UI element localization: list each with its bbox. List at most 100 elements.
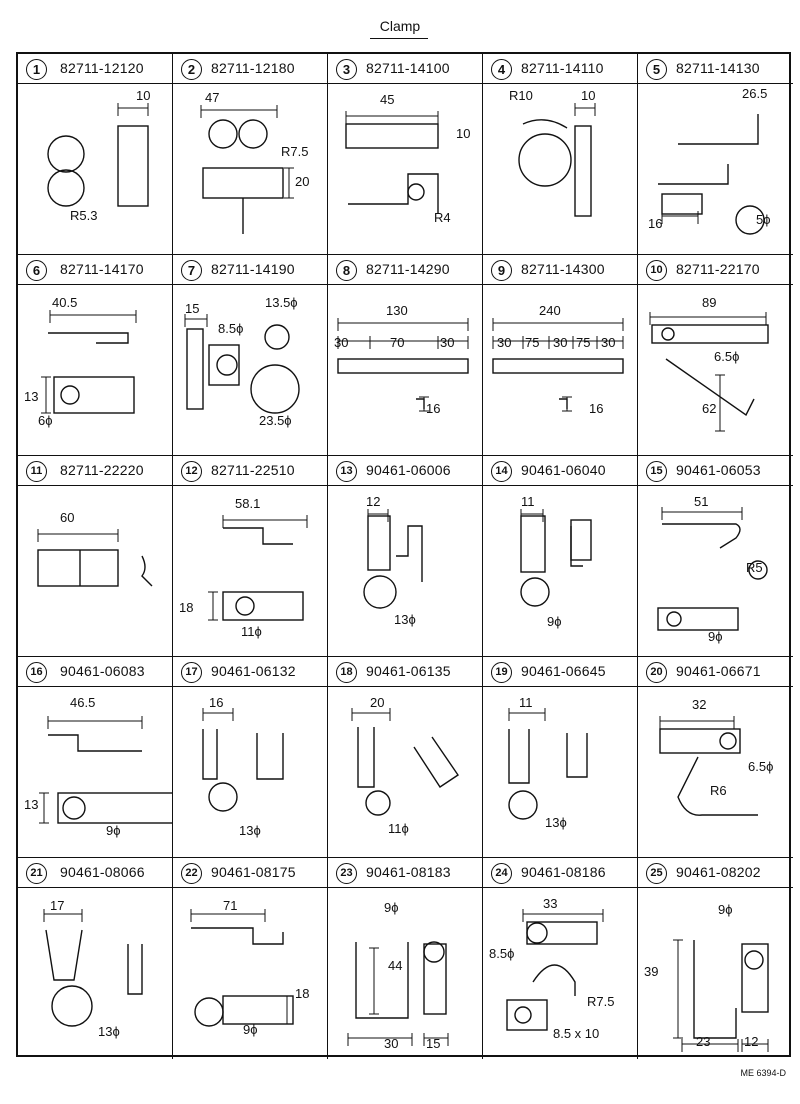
- dimension-label: 8.5ϕ: [489, 946, 514, 961]
- part-drawing: 17 13ϕ: [18, 888, 173, 1059]
- part-number: 82711-14110: [521, 60, 604, 76]
- dimension-label: R5: [746, 560, 763, 575]
- part-illustration: 58.1 18 11ϕ: [179, 496, 308, 639]
- dimension-label: 11: [519, 695, 533, 710]
- dimension-label: 13ϕ: [239, 823, 261, 838]
- item-number-badge: 16: [26, 662, 47, 683]
- dimension-label: 30: [553, 335, 567, 350]
- part-illustration: 20 11ϕ: [351, 695, 459, 836]
- dimension-label: 20: [370, 695, 384, 710]
- item-number-badge: 25: [646, 863, 667, 884]
- dimension-label: 62: [702, 401, 716, 416]
- item-number-badge: 24: [491, 863, 512, 884]
- item-number-badge: 18: [336, 662, 357, 683]
- item-number-badge: 23: [336, 863, 357, 884]
- dimension-label: 58.1: [235, 496, 260, 511]
- part-drawing: 60: [18, 486, 173, 657]
- dimension-label: 46.5: [70, 695, 95, 710]
- dimension-label: 16: [426, 401, 440, 416]
- dimension-label: 12: [366, 494, 380, 509]
- part-number: 90461-08202: [676, 864, 761, 880]
- dimension-label: 6.5ϕ: [714, 349, 739, 364]
- dimension-label: 89: [702, 295, 716, 310]
- dimension-label: R5.3: [70, 208, 97, 223]
- part-drawing: 89 6.5ϕ 62: [638, 285, 793, 456]
- item-number-badge: 14: [491, 461, 512, 482]
- item-number-badge: 7: [181, 260, 202, 281]
- dimension-label: 32: [692, 697, 706, 712]
- dimension-label: 13ϕ: [394, 612, 416, 627]
- part-header: 23 90461-08183: [328, 858, 482, 888]
- dimension-label: R7.5: [281, 144, 308, 159]
- dimension-label: 9ϕ: [384, 900, 399, 915]
- dimension-label: 9ϕ: [243, 1022, 258, 1037]
- dimension-label: 11ϕ: [241, 624, 262, 639]
- dimension-label: 18: [295, 986, 309, 1001]
- item-number-badge: 3: [336, 59, 357, 80]
- dimension-label: 17: [50, 898, 64, 913]
- dimension-label: 13.5ϕ: [265, 295, 298, 310]
- dimension-label: 47: [205, 90, 219, 105]
- part-header: 12 82711-22510: [173, 456, 327, 486]
- part-number: 82711-22510: [211, 462, 295, 478]
- part-header: 16 90461-06083: [18, 657, 172, 687]
- part-number: 90461-08183: [366, 864, 451, 880]
- part-number: 90461-08175: [211, 864, 296, 880]
- part-number: 90461-06006: [366, 462, 451, 478]
- dimension-label: 8.5 x 10: [553, 1026, 599, 1041]
- dimension-label: 240: [539, 303, 561, 318]
- item-number-badge: 12: [181, 461, 202, 482]
- dimension-label: 10: [456, 126, 470, 141]
- part-drawing: 12 13ϕ: [328, 486, 483, 657]
- part-number: 82711-12180: [211, 60, 295, 76]
- part-number: 90461-06645: [521, 663, 606, 679]
- dimension-label: 5ϕ: [756, 212, 771, 227]
- dimension-label: 18: [179, 600, 193, 615]
- item-number-badge: 21: [26, 863, 47, 884]
- dimension-label: 13ϕ: [98, 1024, 120, 1039]
- dimension-label: 12: [744, 1034, 758, 1049]
- diagram-title: Clamp: [379, 18, 421, 34]
- part-illustration: 12 13ϕ: [363, 494, 423, 627]
- dimension-label: 10: [136, 88, 150, 103]
- item-number-badge: 20: [646, 662, 667, 683]
- dimension-label: 9ϕ: [718, 902, 733, 917]
- item-number-badge: 4: [491, 59, 512, 80]
- dimension-label: 11ϕ: [388, 821, 409, 836]
- part-header: 2 82711-12180: [173, 54, 327, 84]
- item-number-badge: 2: [181, 59, 202, 80]
- part-number: 90461-06053: [676, 462, 761, 478]
- dimension-label: 16: [589, 401, 603, 416]
- dimension-label: R7.5: [587, 994, 614, 1009]
- dimension-label: 13ϕ: [545, 815, 567, 830]
- part-number: 90461-06083: [60, 663, 145, 679]
- part-number: 82711-14130: [676, 60, 760, 76]
